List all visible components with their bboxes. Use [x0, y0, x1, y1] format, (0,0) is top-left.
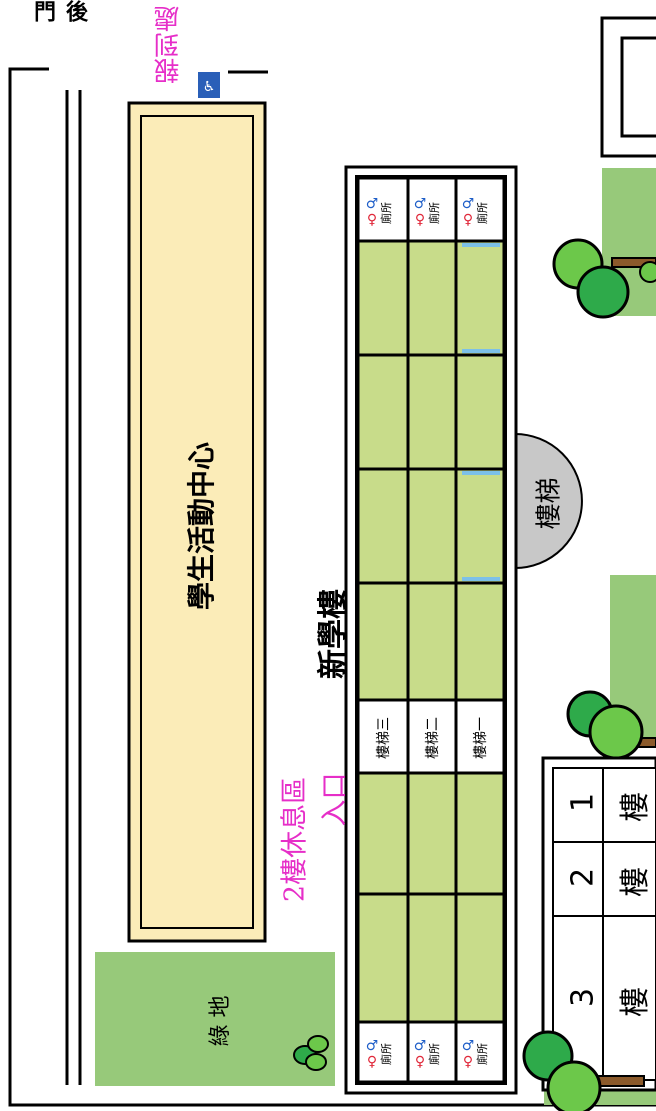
restroom-icon: ♂♀ — [462, 1038, 475, 1070]
restroom-label: 廁所 — [428, 202, 441, 224]
tree-bottom — [522, 1030, 645, 1111]
student-center — [127, 101, 267, 943]
stair-1-label: 樓梯一 — [473, 717, 489, 759]
restroom-label: 廁所 — [476, 1043, 489, 1065]
stair-3-label: 樓梯三 — [376, 717, 392, 759]
floor-3-char[interactable]: 樓 — [618, 987, 653, 1017]
bush-icon — [293, 1035, 329, 1071]
green-area-label: 綠 地 — [208, 995, 233, 1047]
svg-text:♂: ♂ — [366, 1038, 379, 1054]
restroom-label: 廁所 — [476, 202, 489, 224]
svg-text:♿: ♿ — [203, 79, 216, 95]
tree-top-right — [552, 238, 656, 319]
check-in-label: 報到處 — [154, 6, 184, 84]
restroom-icon: ♂♀ — [366, 1038, 379, 1070]
wheelchair-icon — [198, 72, 220, 98]
rest-area-entrance-line1: 2樓休息區 — [279, 776, 311, 903]
staircase-label: 樓梯 — [534, 477, 565, 530]
floor-3-number[interactable]: 3 — [565, 987, 601, 1008]
new-building-label: 新學樓 — [316, 589, 351, 679]
restroom-label: 廁所 — [380, 1043, 393, 1065]
restroom-icon: ♂♀ — [414, 196, 427, 228]
restroom-icon: ♂♀ — [462, 196, 475, 228]
svg-text:♂: ♂ — [462, 196, 475, 212]
stair-2-label: 樓梯二 — [425, 717, 441, 759]
restroom-icon: ♂♀ — [414, 1038, 427, 1070]
svg-text:♀: ♀ — [463, 1054, 473, 1070]
restroom-icon: ♂♀ — [366, 196, 379, 228]
restroom-label: 廁所 — [428, 1043, 441, 1065]
svg-text:♀: ♀ — [463, 212, 473, 228]
floor-1-number[interactable]: 1 — [565, 792, 601, 813]
rest-area-entrance-line2: 入口 — [319, 772, 351, 827]
student-center-label: 學生活動中心 — [185, 441, 218, 610]
floor-1-char[interactable]: 樓 — [618, 792, 653, 822]
back-gate-label: 後門 — [30, 0, 87, 22]
svg-text:♂: ♂ — [414, 196, 427, 212]
svg-text:♂: ♂ — [366, 196, 379, 212]
svg-text:♂: ♂ — [414, 1038, 427, 1054]
svg-text:♂: ♂ — [462, 1038, 475, 1054]
svg-text:♀: ♀ — [367, 212, 377, 228]
tree-middle — [566, 690, 656, 760]
svg-text:♀: ♀ — [415, 1054, 425, 1070]
svg-text:♀: ♀ — [415, 212, 425, 228]
floor-2-number[interactable]: 2 — [565, 867, 601, 888]
restroom-label: 廁所 — [380, 202, 393, 224]
floor-2-char[interactable]: 樓 — [618, 867, 653, 897]
svg-text:♀: ♀ — [367, 1054, 377, 1070]
